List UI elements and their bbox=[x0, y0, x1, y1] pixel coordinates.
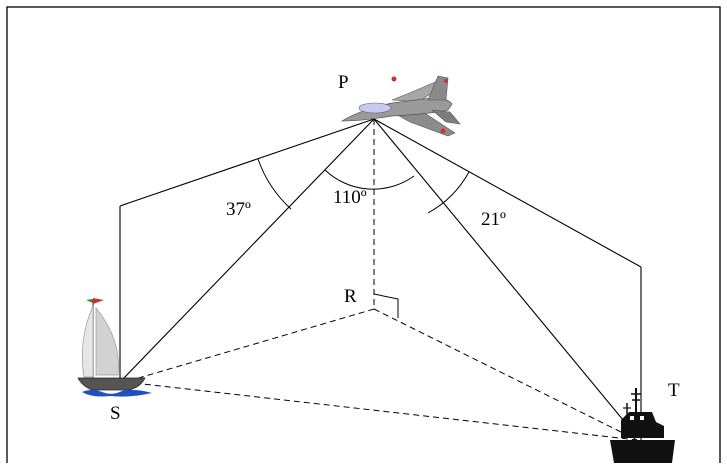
sailboat-icon bbox=[77, 298, 152, 397]
angle-arc-left bbox=[257, 158, 292, 210]
angle-label-37: 37º bbox=[226, 199, 251, 220]
label-r: R bbox=[344, 286, 357, 307]
label-t: T bbox=[668, 380, 680, 401]
line-rs bbox=[124, 308, 375, 383]
right-angle-marker bbox=[373, 293, 399, 318]
line-rt bbox=[373, 308, 638, 441]
label-p: P bbox=[338, 72, 349, 93]
label-s: S bbox=[110, 403, 121, 424]
line-pt bbox=[373, 118, 639, 439]
fighter-jet-icon bbox=[340, 75, 461, 137]
solid-lines bbox=[119, 118, 642, 440]
warship-icon bbox=[610, 388, 675, 463]
angle-label-110: 110º bbox=[333, 187, 367, 208]
line-ps bbox=[121, 118, 375, 381]
diagram-frame bbox=[6, 6, 721, 468]
angle-arc-right bbox=[427, 171, 470, 214]
angle-arc-middle bbox=[324, 169, 415, 190]
angle-label-21: 21º bbox=[481, 209, 506, 230]
angle-arcs bbox=[257, 158, 470, 214]
horizontal-line-left bbox=[119, 118, 375, 207]
horizontal-line-right bbox=[373, 118, 642, 268]
dashed-lines bbox=[124, 119, 638, 441]
line-st bbox=[124, 381, 638, 441]
